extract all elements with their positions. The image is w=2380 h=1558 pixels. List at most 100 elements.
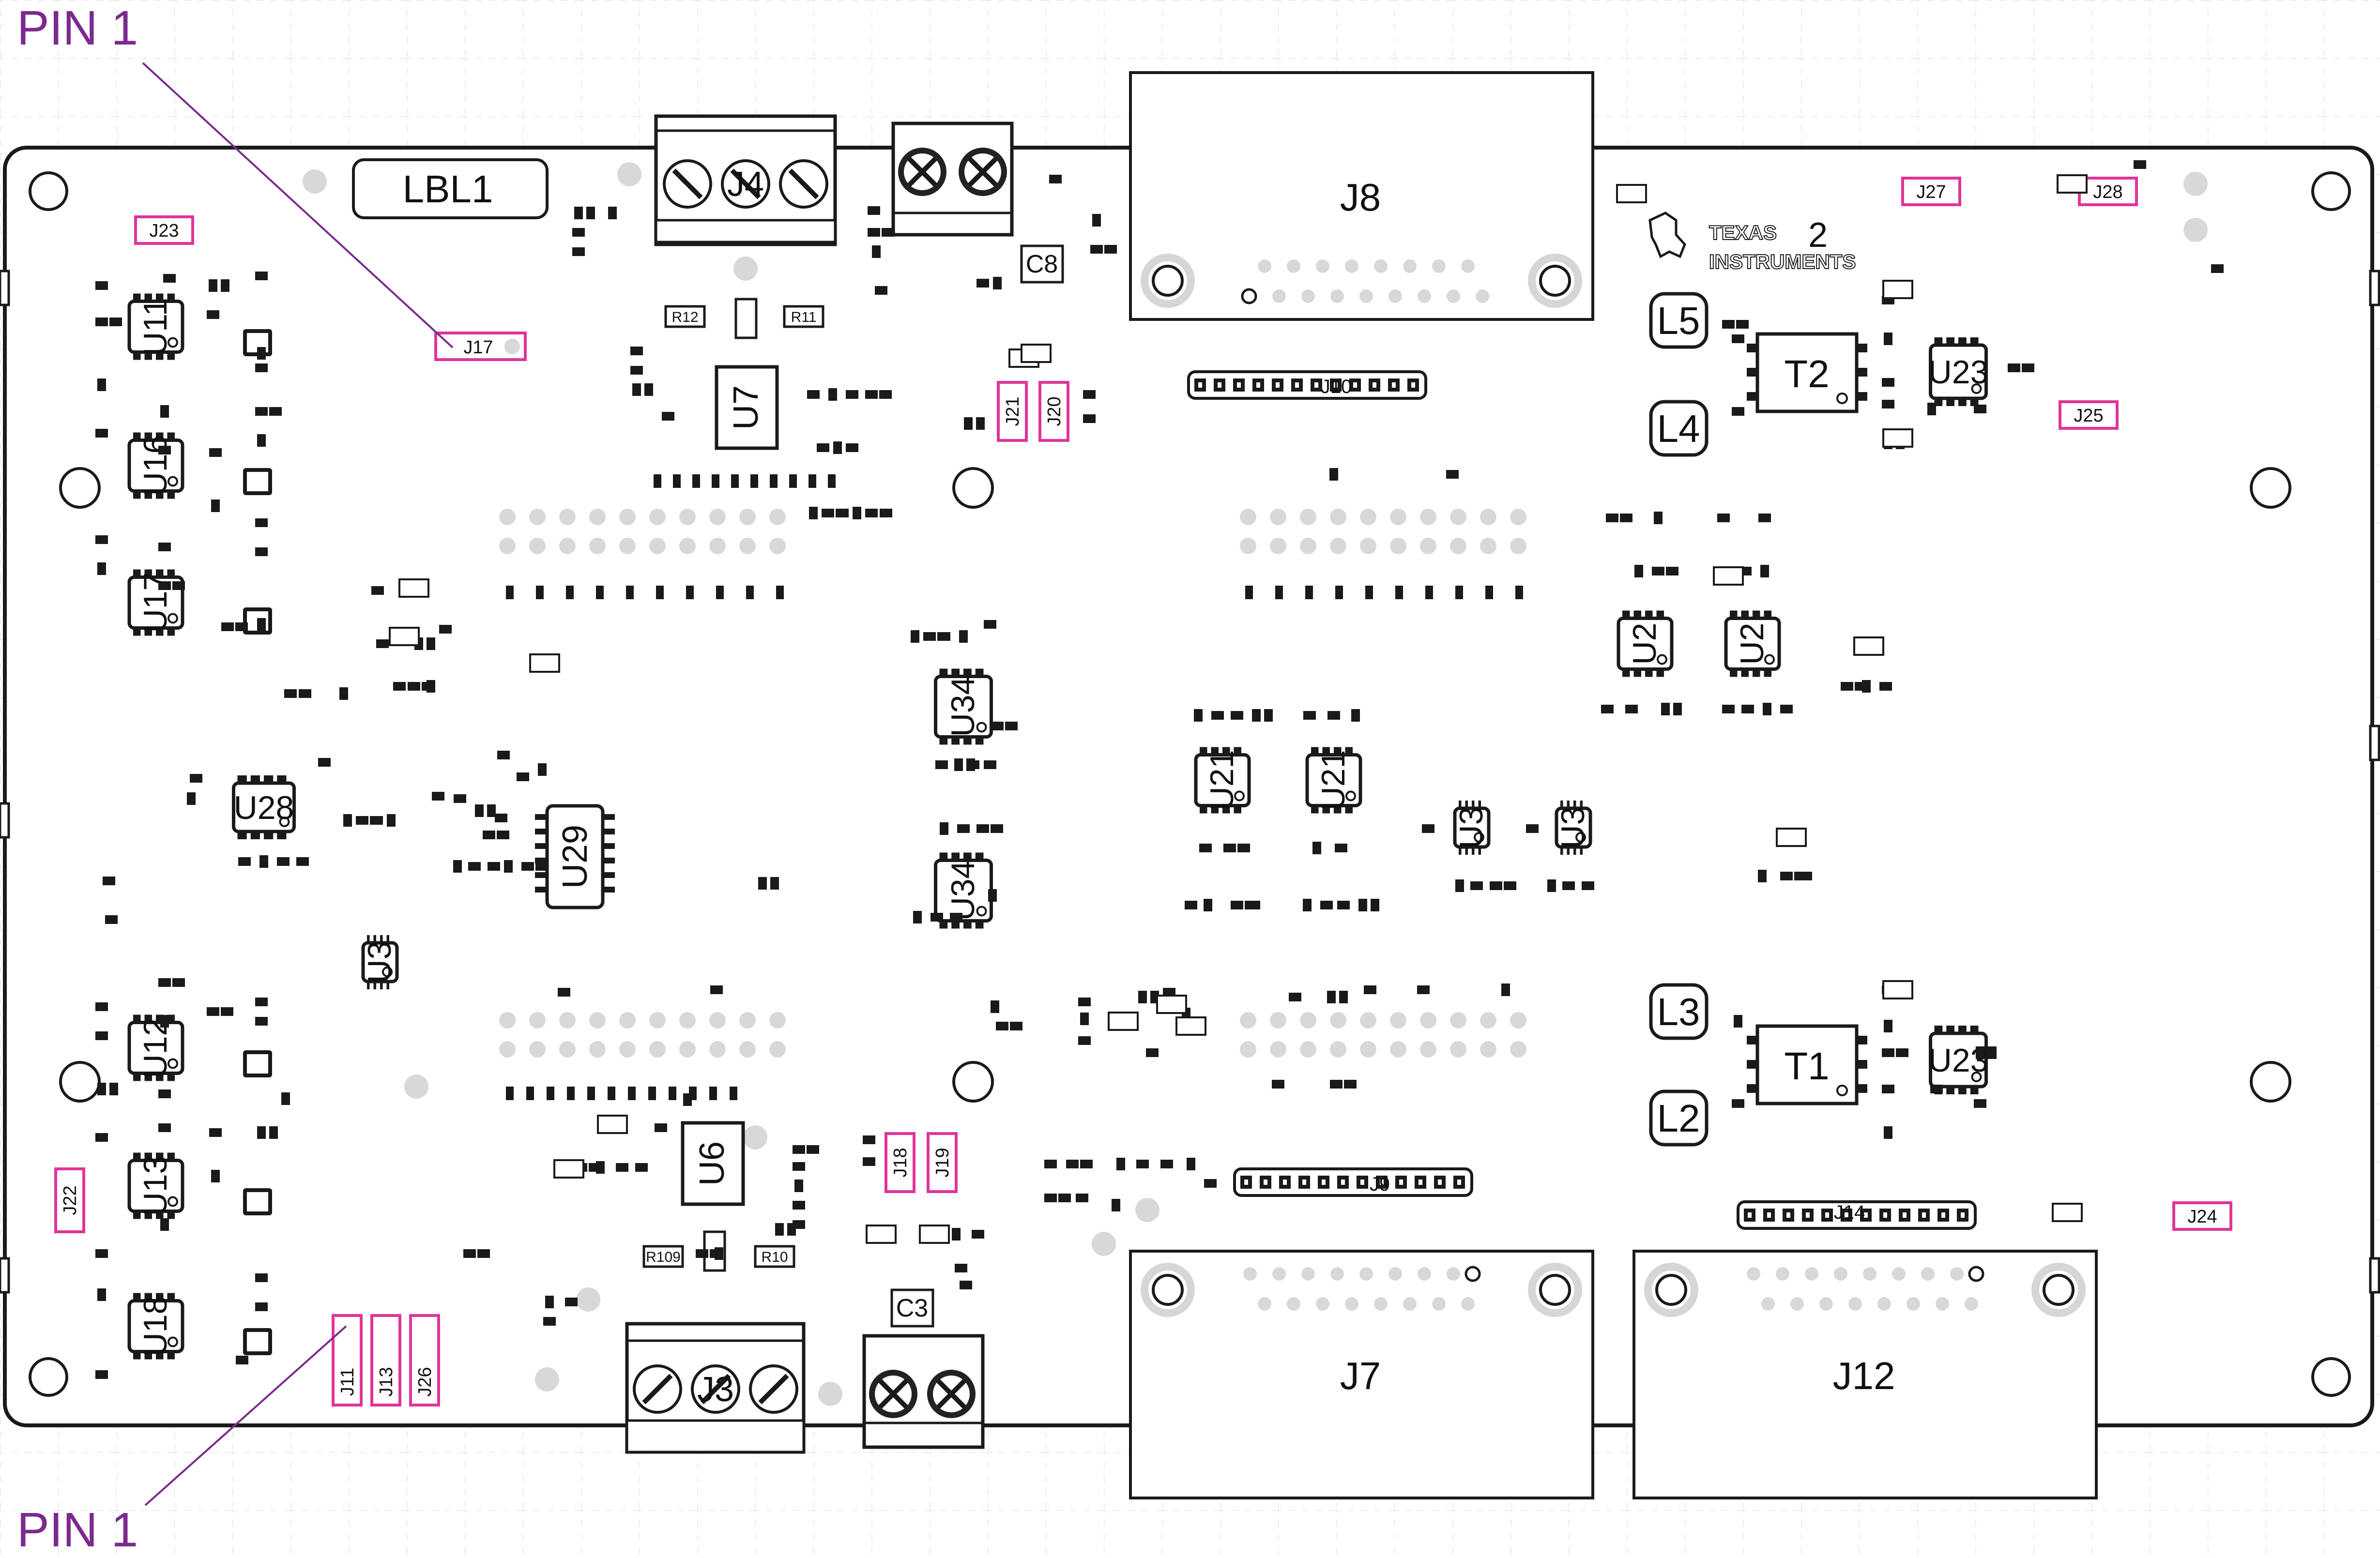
j3-label: J3 <box>697 1370 734 1409</box>
u12-ic-label: U12 <box>137 1018 174 1078</box>
l4-label: L4 <box>1657 407 1700 450</box>
gray-pad <box>499 538 516 554</box>
j10-header-pin-hole <box>1314 382 1318 388</box>
smd-pad <box>770 877 779 890</box>
j9-header-pin-hole <box>1380 1180 1384 1185</box>
smd-pad <box>1974 1099 1986 1108</box>
u16-ic-label: U16 <box>137 436 174 496</box>
smd-pad <box>1320 901 1333 909</box>
smd-pad <box>1988 1046 1997 1059</box>
u21b-ic-lead <box>1311 747 1319 755</box>
smd-pad <box>775 1223 784 1236</box>
gray-pad <box>769 1012 786 1029</box>
smd-pad <box>1204 899 1212 911</box>
j23-label: J23 <box>149 221 179 241</box>
black-pad <box>536 586 544 599</box>
gray-pad <box>1240 538 1256 554</box>
u2b-ic-lead <box>1730 610 1738 619</box>
smd-pad <box>1199 844 1212 852</box>
smd-pad <box>221 279 229 292</box>
smd-pad <box>991 722 1004 730</box>
gray-pad <box>1450 538 1466 554</box>
u23b-ic-lead <box>1970 1026 1979 1033</box>
black-pad <box>506 586 514 599</box>
smd-pad <box>477 1249 490 1258</box>
smd-pad <box>846 390 858 399</box>
smd-pad <box>865 390 878 399</box>
smd-pad <box>487 804 496 817</box>
gray-pad <box>559 1041 576 1058</box>
j5-terminal-block <box>891 121 1014 237</box>
smd-pad <box>255 407 268 416</box>
u28-ic-lead <box>264 832 274 839</box>
black-pad <box>730 1087 737 1100</box>
gray-pad <box>1450 1012 1466 1029</box>
smd-pad <box>1083 390 1096 399</box>
u2b-ic-lead <box>1741 610 1749 619</box>
u2a-ic-lead <box>1622 669 1630 677</box>
u18-ic-lead <box>144 1351 152 1360</box>
u16-ic-lead <box>133 432 141 440</box>
gray-pad <box>1330 1041 1346 1058</box>
smd-pad <box>1862 680 1871 693</box>
gray-pad <box>589 538 606 554</box>
smd-pad <box>955 1264 967 1272</box>
u3c-ic-pin1-dot <box>382 967 393 977</box>
smd-pad <box>967 760 979 769</box>
boxed-smd <box>919 1225 950 1244</box>
black-pad <box>547 1087 554 1100</box>
gray-pad <box>679 509 696 525</box>
sot-chip-window <box>247 1054 268 1074</box>
u23a-ic-label: U23 <box>1928 354 1989 391</box>
j14-header-pin-hole <box>1883 1212 1887 1218</box>
smd-pad <box>284 689 297 698</box>
smd-pad <box>644 383 653 396</box>
test-point-dots <box>504 339 520 354</box>
smd-pad <box>1722 705 1735 713</box>
smd-pad <box>988 889 997 902</box>
smd-pad <box>255 518 268 527</box>
smd-pad <box>95 281 108 290</box>
smd-pad <box>868 206 880 215</box>
smd-pad <box>1116 1158 1125 1170</box>
smd-pad <box>1976 1046 1984 1059</box>
sot-chip <box>243 1050 272 1077</box>
black-pad <box>770 474 778 488</box>
smd-pad <box>1634 565 1643 577</box>
u3c-ic-label: U3 <box>361 941 398 983</box>
smd-pad <box>1211 711 1224 720</box>
u3b-ic-label: U3 <box>1555 807 1591 849</box>
u23a-ic-lead <box>1934 337 1943 345</box>
smd-pad <box>172 581 185 590</box>
gray-pad <box>499 1041 516 1058</box>
u34a-ic-lead <box>951 737 960 745</box>
smd-pad <box>2022 363 2034 372</box>
u34a-ic-pin1-dot <box>976 722 987 733</box>
smd-pad <box>2008 363 2020 372</box>
smd-pad <box>535 862 548 871</box>
j9-header-pin-hole <box>1399 1180 1403 1185</box>
smd-pad <box>793 1201 805 1210</box>
smd-pad <box>596 1161 605 1174</box>
u21a-ic-lead <box>1200 805 1207 814</box>
gray-pad <box>739 538 756 554</box>
smd-pad <box>1080 1160 1093 1168</box>
r10-label: R10 <box>761 1249 788 1265</box>
smd-pad <box>211 499 220 512</box>
u3b-ic-lead <box>1573 801 1576 808</box>
gray-pad <box>769 538 786 554</box>
smd-pad <box>1330 1080 1343 1089</box>
smd-pad <box>160 1218 169 1231</box>
u2b-ic: U2 <box>1724 610 1781 677</box>
smd-pad <box>296 857 309 866</box>
smd-pad <box>1732 1099 1744 1108</box>
inductor-labels: L5 L4 L3 L2 <box>1657 299 1700 1140</box>
smd-pad <box>846 443 858 452</box>
gray-pad <box>1420 1012 1436 1029</box>
u12-ic-lead <box>144 1014 152 1023</box>
u2b-ic-lead <box>1764 669 1771 677</box>
board-outline <box>3 146 2374 1427</box>
u17-ic-pin1-dot <box>168 613 178 624</box>
u34b-ic-lead <box>939 921 948 929</box>
boxed-smd <box>1853 636 1884 656</box>
